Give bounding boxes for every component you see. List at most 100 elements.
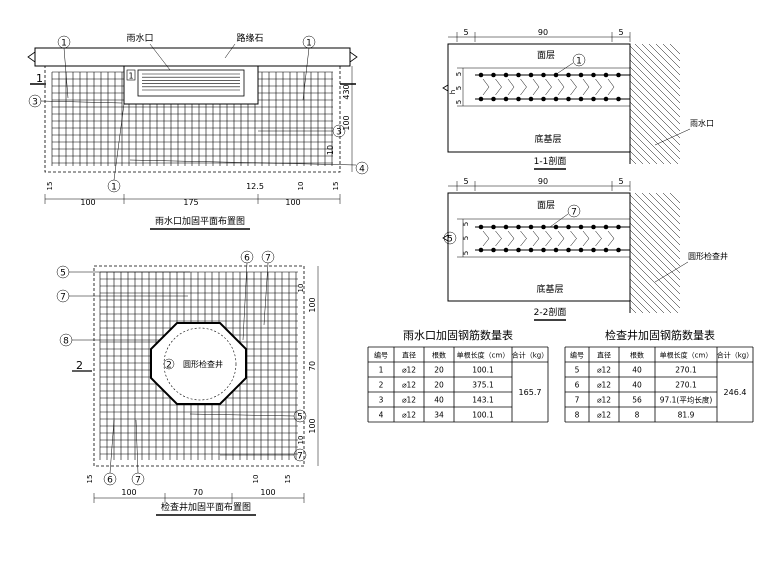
dim-top-5-left: 5 [463, 177, 468, 186]
grate-bars [142, 73, 240, 91]
table-header-cell: 根数 [432, 351, 446, 360]
dim-left-5-bottom: 5 [462, 251, 470, 255]
callout-leader [63, 47, 69, 99]
side-label-inlet: 雨水口 [690, 118, 714, 128]
dim-bottom-175: 175 [183, 198, 198, 207]
break-mark-right [349, 51, 358, 63]
table-total: 165.7 [519, 388, 542, 397]
dim-bottom-70: 70 [193, 488, 203, 497]
table-cell: 81.9 [678, 411, 695, 420]
table-cell: 8 [575, 411, 580, 420]
callout-leader [40, 100, 123, 104]
curb-label: 路缘石 [236, 32, 263, 44]
dim-bottom-15-right: 15 [332, 182, 340, 191]
break-mark [442, 84, 449, 92]
callout-7: 7 [571, 208, 577, 218]
table-cell: 143.1 [472, 396, 494, 405]
callout-3-left: 3 [32, 98, 38, 108]
inlet-leader [149, 43, 171, 71]
dim-right-10-top: 10 [297, 284, 305, 293]
dim-left-5-top: 5 [455, 72, 463, 76]
dim-bottom-12-5: 12.5 [246, 182, 264, 191]
table-cell: 40 [632, 381, 642, 390]
table-header-cell: 合计（kg） [717, 351, 754, 360]
dim-bottom-15-left: 15 [86, 475, 94, 484]
dim-top-5-right: 5 [618, 177, 623, 186]
callout-leader [263, 262, 269, 326]
break-mark [442, 234, 449, 242]
manhole-wall [630, 193, 680, 313]
table-header-cell: 直径 [597, 351, 611, 360]
section-2-2: 5 90 5 5 5 5 5 面层 底基层 7 圆形检查井 2-2剖面 [442, 177, 728, 321]
table-cell: ⌀12 [402, 381, 416, 390]
dim-right-10: 10 [326, 145, 335, 155]
dim-h: h [449, 90, 457, 94]
layer-bottom-label: 底基层 [534, 133, 561, 145]
table-total: 246.4 [724, 388, 747, 397]
callout-leader [113, 103, 125, 181]
table-cell: 1 [379, 366, 384, 375]
dim-bottom-100-right: 100 [260, 488, 275, 497]
dim-bottom-100-left: 100 [80, 198, 95, 207]
callout-5: 5 [447, 235, 453, 245]
table-cell: ⌀12 [597, 366, 611, 375]
manhole-plan-title: 检查井加固平面布置图 [161, 501, 251, 513]
dim-top-5-right: 5 [618, 28, 623, 37]
table-header-cell: 直径 [402, 351, 416, 360]
table-cell: 5 [575, 366, 580, 375]
table-header-cell: 单根长度（cm） [457, 351, 510, 360]
dim-left-5-mid: 5 [462, 236, 470, 240]
callout-circle [567, 204, 581, 218]
side-label-manhole: 圆形检查井 [688, 251, 728, 261]
table-cell: 34 [434, 411, 444, 420]
table-cell: 270.1 [675, 381, 697, 390]
table-cell: 40 [632, 366, 642, 375]
reinforcement-boundary [93, 265, 305, 467]
dim-top-90: 90 [538, 28, 548, 37]
side-leader [654, 261, 689, 283]
dim-bottom-15-left: 15 [46, 182, 54, 191]
table-cell: ⌀12 [402, 411, 416, 420]
table-cell: 100.1 [472, 366, 494, 375]
callout-1-left: 1 [61, 39, 67, 49]
table-cell: 4 [379, 411, 384, 420]
curb-stone [34, 47, 351, 67]
section-1-1: 5 90 5 5 5 5 h 面层 底基层 1 雨水口 1-1剖面 [442, 28, 714, 170]
callout-leader [302, 47, 310, 101]
table-cell: 20 [434, 381, 444, 390]
dim-right-100-top: 100 [308, 297, 317, 312]
callout-7-left: 7 [60, 293, 66, 303]
table-cell: 3 [379, 396, 384, 405]
callout-circle [443, 231, 457, 245]
dim-left-5-bottom: 5 [455, 100, 463, 104]
inlet-wall [630, 44, 680, 164]
dim-right-430: 430 [342, 84, 351, 99]
callout-7-right: 7 [297, 452, 303, 462]
section-1-title: 1-1剖面 [534, 155, 567, 167]
table-cell: 270.1 [675, 366, 697, 375]
rebar-hoops [482, 230, 615, 247]
callout-1: 1 [576, 57, 582, 67]
manhole-plan: 2 圆形检查井 2 5 7 8 6 7 5 7 6 7 10 [56, 250, 319, 516]
well-number-circle [163, 358, 175, 370]
table-header-cell: 单根长度（cm） [660, 351, 713, 360]
table-header-cell: 编号 [374, 351, 388, 360]
table-cell: ⌀12 [402, 366, 416, 375]
callout-6-top: 6 [244, 254, 250, 264]
dim-top-5-left: 5 [463, 28, 468, 37]
callout-leader [242, 262, 248, 341]
table-cell: ⌀12 [402, 396, 416, 405]
inlet-grate [137, 69, 245, 97]
table-header-cell: 编号 [570, 351, 584, 360]
dim-right-100-bottom: 100 [308, 418, 317, 433]
callout-2: 1 [111, 183, 117, 193]
callout-leader [189, 413, 295, 417]
callout-leader [135, 419, 139, 474]
callout-leader [129, 159, 357, 166]
callout-circle [572, 53, 586, 67]
callout-1-right: 1 [306, 39, 312, 49]
break-mark-left [27, 51, 36, 63]
